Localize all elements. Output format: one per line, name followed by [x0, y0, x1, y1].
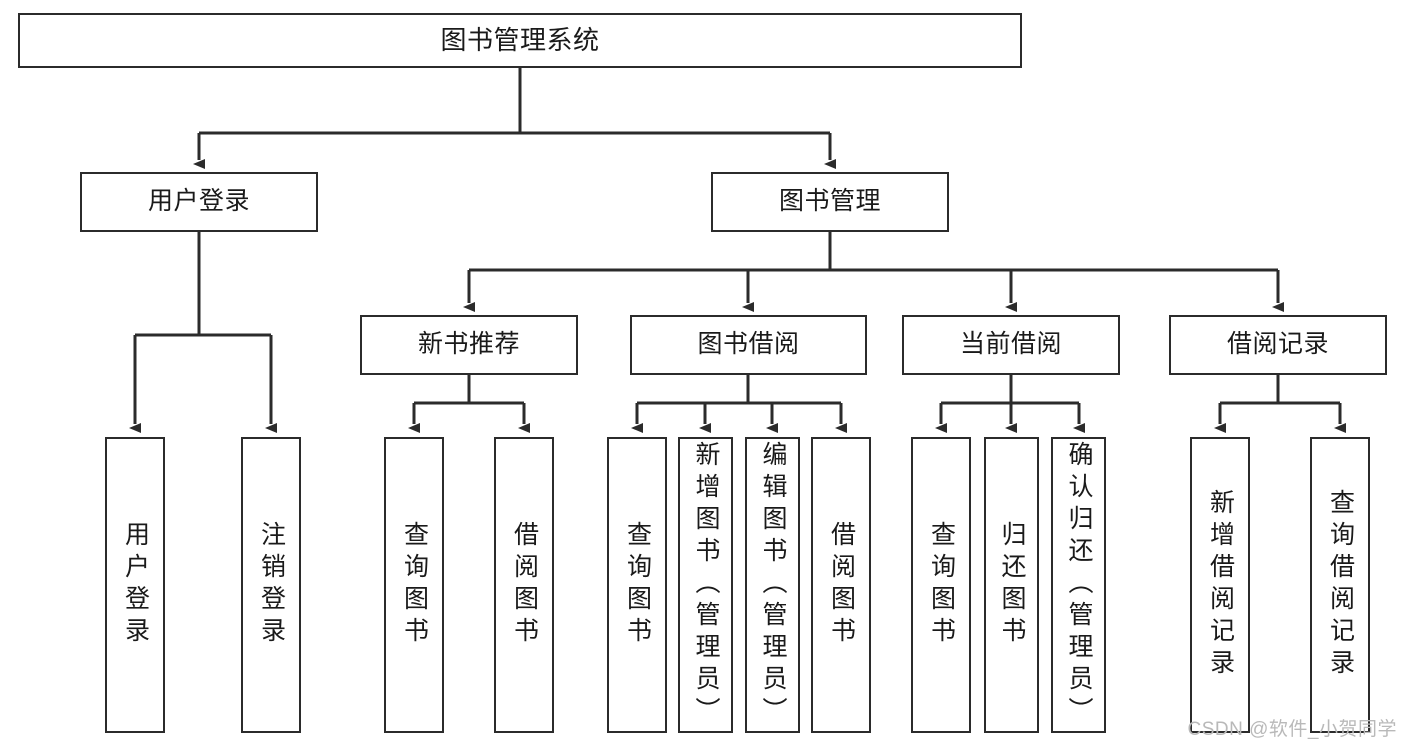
node-book-borrowing[interactable]: 图书借阅: [630, 315, 867, 375]
node-label: 编辑图书（管理员）: [759, 441, 787, 729]
node-borrow-records[interactable]: 借阅记录: [1169, 315, 1387, 375]
node-label: 查询借阅记录: [1326, 489, 1355, 681]
node-label: 查询图书: [400, 521, 429, 649]
node-leaf-borrow-books[interactable]: 借阅图书: [811, 437, 871, 733]
node-label: 新增借阅记录: [1206, 489, 1235, 681]
node-user-login[interactable]: 用户登录: [80, 172, 318, 232]
node-leaf-query-borrow-record[interactable]: 查询借阅记录: [1310, 437, 1370, 733]
node-label: 当前借阅: [959, 330, 1062, 359]
node-label: 图书管理系统: [440, 25, 600, 56]
node-book-management[interactable]: 图书管理: [711, 172, 949, 232]
node-label: 图书借阅: [697, 330, 800, 359]
node-leaf-user-login[interactable]: 用户登录: [105, 437, 165, 733]
node-leaf-confirm-return-admin[interactable]: 确认归还（管理员）: [1051, 437, 1106, 733]
node-label: 新书推荐: [417, 330, 520, 359]
node-label: 新增图书（管理员）: [692, 441, 720, 729]
node-label: 归还图书: [998, 521, 1026, 649]
node-label: 借阅图书: [827, 521, 856, 649]
node-new-book-recommendation[interactable]: 新书推荐: [360, 315, 578, 375]
node-label: 图书管理: [778, 187, 881, 216]
node-label: 借阅图书: [510, 521, 539, 649]
node-leaf-borrow-books-new[interactable]: 借阅图书: [494, 437, 554, 733]
node-leaf-query-books-new[interactable]: 查询图书: [384, 437, 444, 733]
node-label: 借阅记录: [1226, 330, 1329, 359]
node-leaf-logout[interactable]: 注销登录: [241, 437, 301, 733]
node-leaf-return-books[interactable]: 归还图书: [984, 437, 1039, 733]
node-leaf-edit-book-admin[interactable]: 编辑图书（管理员）: [745, 437, 800, 733]
node-leaf-query-books-current[interactable]: 查询图书: [911, 437, 971, 733]
node-label: 注销登录: [257, 521, 286, 649]
node-label: 查询图书: [623, 521, 652, 649]
node-label: 用户登录: [121, 521, 150, 649]
node-label: 查询图书: [927, 521, 956, 649]
node-leaf-query-books-borrow[interactable]: 查询图书: [607, 437, 667, 733]
node-root-book-management-system[interactable]: 图书管理系统: [18, 13, 1022, 68]
node-label: 确认归还（管理员）: [1065, 441, 1093, 729]
node-label: 用户登录: [147, 187, 250, 216]
node-leaf-add-borrow-record[interactable]: 新增借阅记录: [1190, 437, 1250, 733]
node-current-borrowing[interactable]: 当前借阅: [902, 315, 1120, 375]
node-leaf-add-book-admin[interactable]: 新增图书（管理员）: [678, 437, 733, 733]
